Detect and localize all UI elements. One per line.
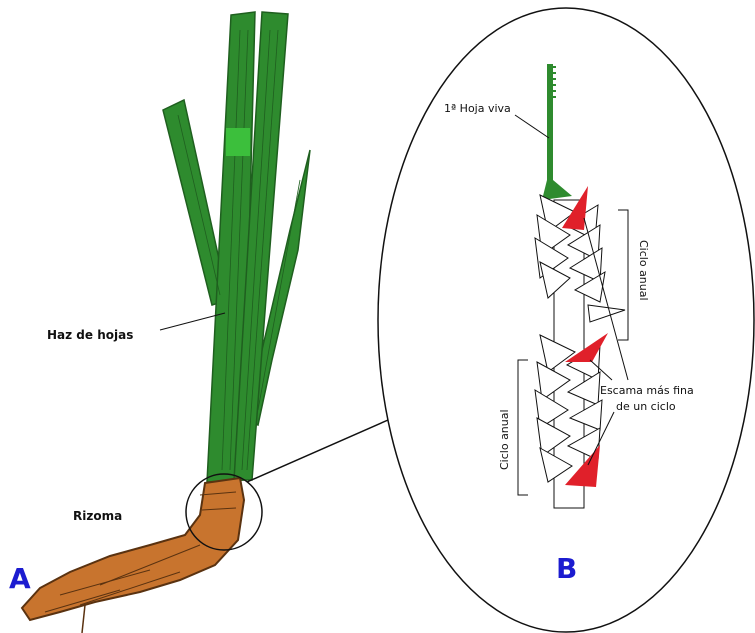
root (82, 605, 85, 633)
annual-cycle-label-top: Ciclo anual (637, 240, 650, 301)
leaf-sheath-band (226, 128, 250, 156)
thinnest-scale-label-line2: de un ciclo (616, 400, 676, 413)
zoom-connector-top (247, 420, 388, 482)
rhizome (22, 478, 244, 620)
zoom-connector-bottom (240, 520, 400, 547)
plant-illustration (22, 12, 310, 633)
thinnest-scale-label-line1: Escama más fina (600, 384, 694, 397)
annual-cycle-label-bottom: Ciclo anual (498, 409, 511, 470)
leaf-bundle-label: Haz de hojas (47, 328, 133, 342)
rhizome-label: Rizoma (73, 509, 122, 523)
first-live-leaf (547, 64, 553, 194)
first-live-leaf-label: 1ª Hoja viva (444, 102, 511, 115)
panel-letter-a: A (9, 562, 31, 595)
panel-letter-b: B (556, 552, 577, 585)
